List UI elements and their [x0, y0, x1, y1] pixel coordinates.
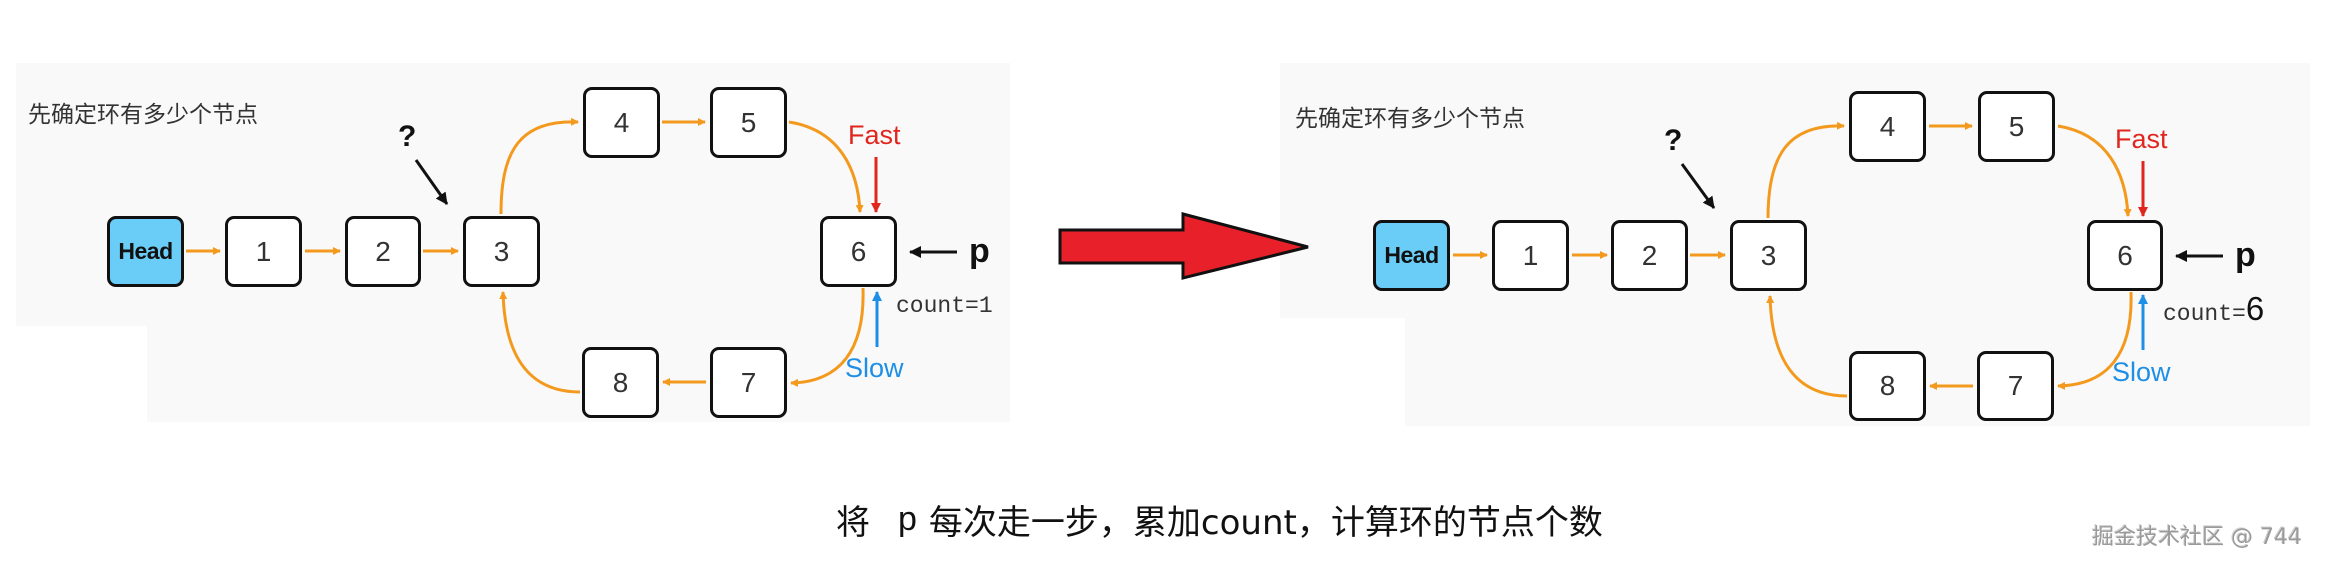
- right-node-5: 5: [1978, 91, 2055, 162]
- left-node-1: 1: [225, 216, 302, 287]
- watermark: 掘金技术社区 @ 744: [2092, 525, 2302, 550]
- right-node-1: 1: [1492, 220, 1569, 291]
- right-question-arrow: [1680, 163, 1716, 209]
- caption-part1: 将: [836, 503, 870, 543]
- left-node-4: 4: [583, 87, 660, 158]
- right-count-prefix: count=: [2163, 301, 2246, 327]
- left-slow-label: Slow: [845, 353, 904, 383]
- left-node-3: 3: [463, 216, 540, 287]
- left-node-6: 6: [820, 216, 897, 287]
- left-question-mark: ?: [398, 120, 417, 153]
- right-node-8: 8: [1849, 351, 1926, 421]
- right-node-2: 2: [1611, 220, 1688, 291]
- right-panel-title: 先确定环有多少个节点: [1295, 106, 1525, 132]
- left-panel-background-lower: [147, 326, 1010, 422]
- left-pointer-p-label: p: [969, 232, 990, 270]
- left-node-head: Head: [107, 216, 184, 287]
- right-node-6: 6: [2087, 220, 2163, 291]
- left-question-arrow: [414, 159, 449, 205]
- left-count-label: count=1: [896, 293, 993, 319]
- left-fast-label: Fast: [848, 120, 901, 150]
- right-question-mark: ?: [1664, 124, 1683, 157]
- right-node-7: 7: [1977, 351, 2054, 421]
- right-node-4: 4: [1849, 91, 1926, 162]
- right-fast-label: Fast: [2115, 124, 2168, 154]
- right-node-head: Head: [1373, 220, 1450, 291]
- left-panel-title: 先确定环有多少个节点: [28, 102, 258, 128]
- left-node-2: 2: [345, 216, 421, 287]
- left-node-7: 7: [710, 347, 787, 418]
- right-slow-label: Slow: [2112, 357, 2171, 387]
- right-edges: [1453, 121, 2133, 398]
- right-count-value: 6: [2245, 290, 2265, 327]
- left-node-8: 8: [582, 347, 659, 418]
- right-pointer-p-label: p: [2235, 236, 2256, 274]
- caption-part2: 每次走一步，累加count，计算环的节点个数: [928, 503, 1603, 543]
- left-node-5: 5: [710, 87, 787, 158]
- caption-pointer: p: [898, 500, 917, 538]
- right-arrow-icon: [1058, 212, 1309, 280]
- right-count-label: count=6: [2163, 290, 2264, 328]
- right-node-3: 3: [1730, 220, 1807, 291]
- left-edges: [186, 117, 865, 394]
